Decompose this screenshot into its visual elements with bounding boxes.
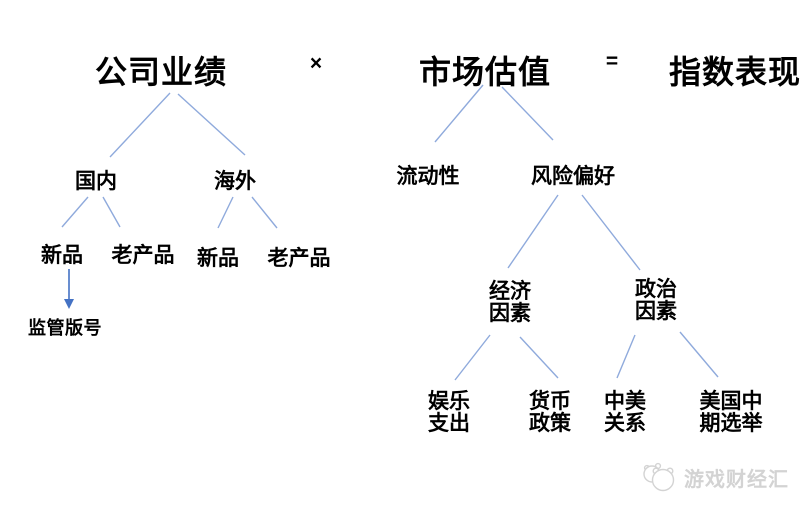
node-new-products-domestic: 新品: [41, 244, 83, 267]
node-domestic: 国内: [75, 170, 117, 193]
watermark: 游戏财经汇: [641, 461, 789, 493]
down-arrow-icon: [64, 269, 74, 309]
node-line: 中美: [604, 390, 646, 413]
node-political-factors: 政治 因素: [635, 279, 677, 323]
node-line: 货币: [529, 390, 571, 413]
connector-line: [61, 196, 89, 228]
multiply-operator: ×: [309, 52, 323, 75]
node-line: 关系: [604, 412, 646, 435]
node-old-products-domestic: 老产品: [111, 244, 175, 267]
node-overseas: 海外: [214, 170, 256, 193]
connector-line: [102, 196, 121, 228]
node-line: 因素: [489, 302, 531, 325]
node-monetary-policy: 货币 政策: [529, 391, 571, 435]
connector-line: [519, 336, 559, 379]
node-new-products-overseas: 新品: [197, 247, 239, 270]
watermark-text: 游戏财经汇: [684, 468, 789, 491]
connector-line: [434, 84, 484, 143]
connector-line: [454, 334, 491, 381]
twin-faces-icon: [643, 462, 675, 492]
node-entertainment-spending: 娱乐 支出: [428, 391, 470, 435]
equation-term-index-performance: 指数表现: [668, 54, 802, 90]
connector-line: [507, 194, 559, 269]
node-line: 经济: [489, 280, 531, 303]
connector-line: [217, 196, 234, 229]
node-china-us-relations: 中美 关系: [604, 391, 646, 435]
connector-line: [679, 331, 719, 378]
node-risk-appetite: 风险偏好: [531, 165, 615, 188]
connector-line: [177, 93, 246, 156]
connector-line: [109, 92, 171, 158]
node-line: 美国中: [699, 390, 763, 413]
node-old-products-overseas: 老产品: [267, 247, 331, 270]
node-line: 因素: [635, 300, 677, 323]
node-line: 支出: [428, 412, 470, 435]
connector-line: [581, 194, 641, 271]
node-regulatory-license: 监管版号: [28, 318, 102, 338]
node-us-midterm-elections: 美国中 期选举: [700, 391, 763, 435]
node-line: 政治: [635, 278, 677, 301]
equals-operator: =: [605, 50, 619, 73]
node-line: 期选举: [699, 412, 763, 435]
connector-line: [616, 334, 636, 379]
equation-term-company-performance: 公司业绩: [94, 54, 228, 90]
node-economic-factors: 经济 因素: [489, 281, 531, 325]
equation-term-market-valuation: 市场估值: [418, 54, 552, 90]
node-line: 娱乐: [428, 390, 470, 413]
node-liquidity: 流动性: [396, 165, 460, 188]
node-line: 政策: [529, 412, 571, 435]
connector-line: [501, 86, 554, 141]
connector-line: [251, 196, 278, 229]
